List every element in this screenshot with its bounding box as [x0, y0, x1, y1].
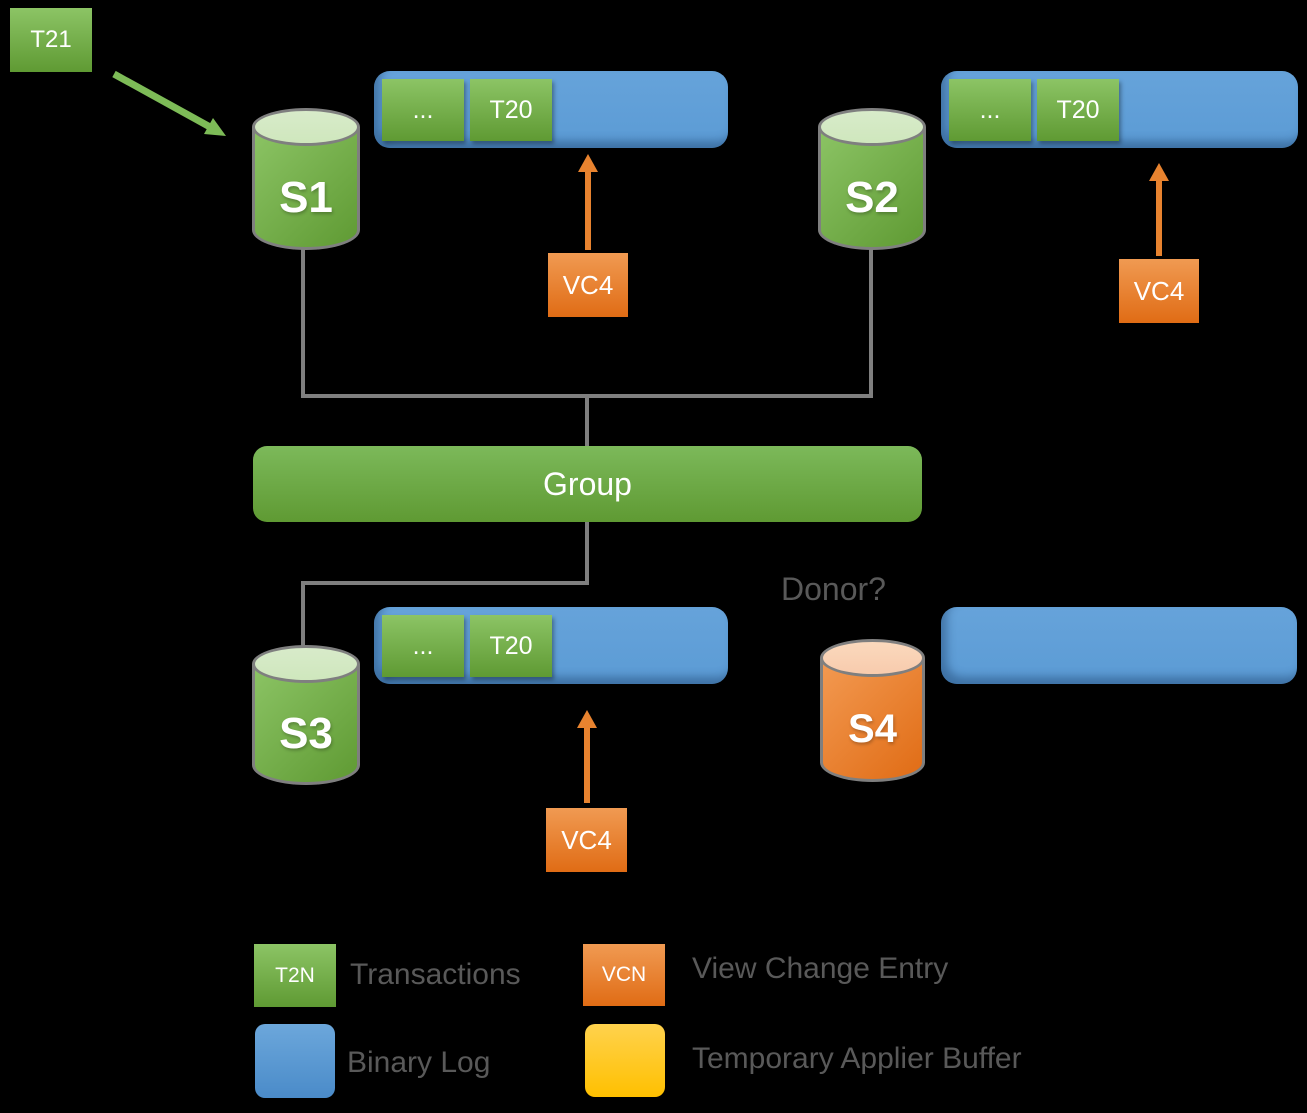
server-s3-cylinder: S3 — [252, 645, 360, 785]
legend-transactions-label: Transactions — [350, 958, 521, 991]
legend-transactions-swatch-label: T2N — [275, 963, 315, 987]
server-s3-cylinder-body — [252, 664, 360, 785]
server-s4-cylinder-body — [820, 658, 925, 782]
server-s1-cylinder-body — [252, 127, 360, 250]
server-s4-label: S4 — [848, 707, 897, 751]
s1-log-entry-dots: ... — [382, 79, 464, 141]
t21-arrow-head-icon — [204, 118, 226, 136]
s1-binary-log: ... T20 — [374, 71, 728, 148]
legend-applier-buffer-swatch — [585, 1024, 665, 1097]
legend-applier-buffer-label: Temporary Applier Buffer — [692, 1042, 1022, 1075]
vc4-s2-label: VC4 — [1133, 275, 1185, 306]
s4-binary-log — [941, 607, 1297, 684]
server-s3-label: S3 — [279, 709, 333, 758]
server-s2-label: S2 — [845, 173, 899, 222]
group-box: Group — [253, 446, 922, 522]
s1-log-entry-t20: T20 — [470, 79, 552, 141]
group-to-s3-line — [301, 522, 589, 647]
vc4-s1-label: VC4 — [562, 269, 614, 300]
s2-binary-log: ... T20 — [941, 71, 1298, 148]
server-s2-cylinder-body — [818, 127, 926, 250]
legend-view-change-swatch: VCN — [583, 944, 665, 1006]
s3-log-entry-dots: ... — [382, 615, 464, 677]
legend-transactions-swatch: T2N — [254, 944, 336, 1007]
legend-binary-log-label: Binary Log — [347, 1046, 491, 1079]
vc4-s1-arrow-head-icon — [578, 154, 598, 172]
server-s4-cylinder-top — [820, 639, 925, 677]
s2-log-entry-dots: ... — [949, 79, 1031, 141]
t21-arrow-line — [112, 70, 212, 131]
vc4-s3-label: VC4 — [561, 824, 612, 855]
legend-view-change-label: View Change Entry — [692, 952, 949, 985]
legend-binary-log-swatch — [255, 1024, 335, 1098]
legend-view-change-swatch-label: VCN — [601, 963, 647, 986]
donor-question-label: Donor? — [781, 571, 886, 607]
server-s3-cylinder-top — [252, 645, 360, 683]
vc4-s3-arrow-head-icon — [577, 710, 597, 728]
vc4-s3-box: VC4 — [546, 808, 627, 872]
vc4-s1-box: VC4 — [548, 253, 628, 317]
s3-binary-log: ... T20 — [374, 607, 728, 684]
s2-log-entry-t20: T20 — [1037, 79, 1119, 141]
server-s2-cylinder: S2 — [818, 108, 926, 250]
s3-log-entry-t20: T20 — [470, 615, 552, 677]
server-s4-cylinder: S4 — [820, 639, 925, 782]
group-label: Group — [543, 465, 632, 502]
server-s1-cylinder: S1 — [252, 108, 360, 250]
server-s2-cylinder-top — [818, 108, 926, 146]
vc4-s2-arrow-head-icon — [1149, 163, 1169, 181]
incoming-transaction-box: T21 — [10, 8, 92, 72]
server-s1-label: S1 — [279, 173, 333, 222]
incoming-transaction-label: T21 — [30, 26, 72, 53]
vc4-s2-box: VC4 — [1119, 259, 1199, 323]
server-s1-cylinder-top — [252, 108, 360, 146]
